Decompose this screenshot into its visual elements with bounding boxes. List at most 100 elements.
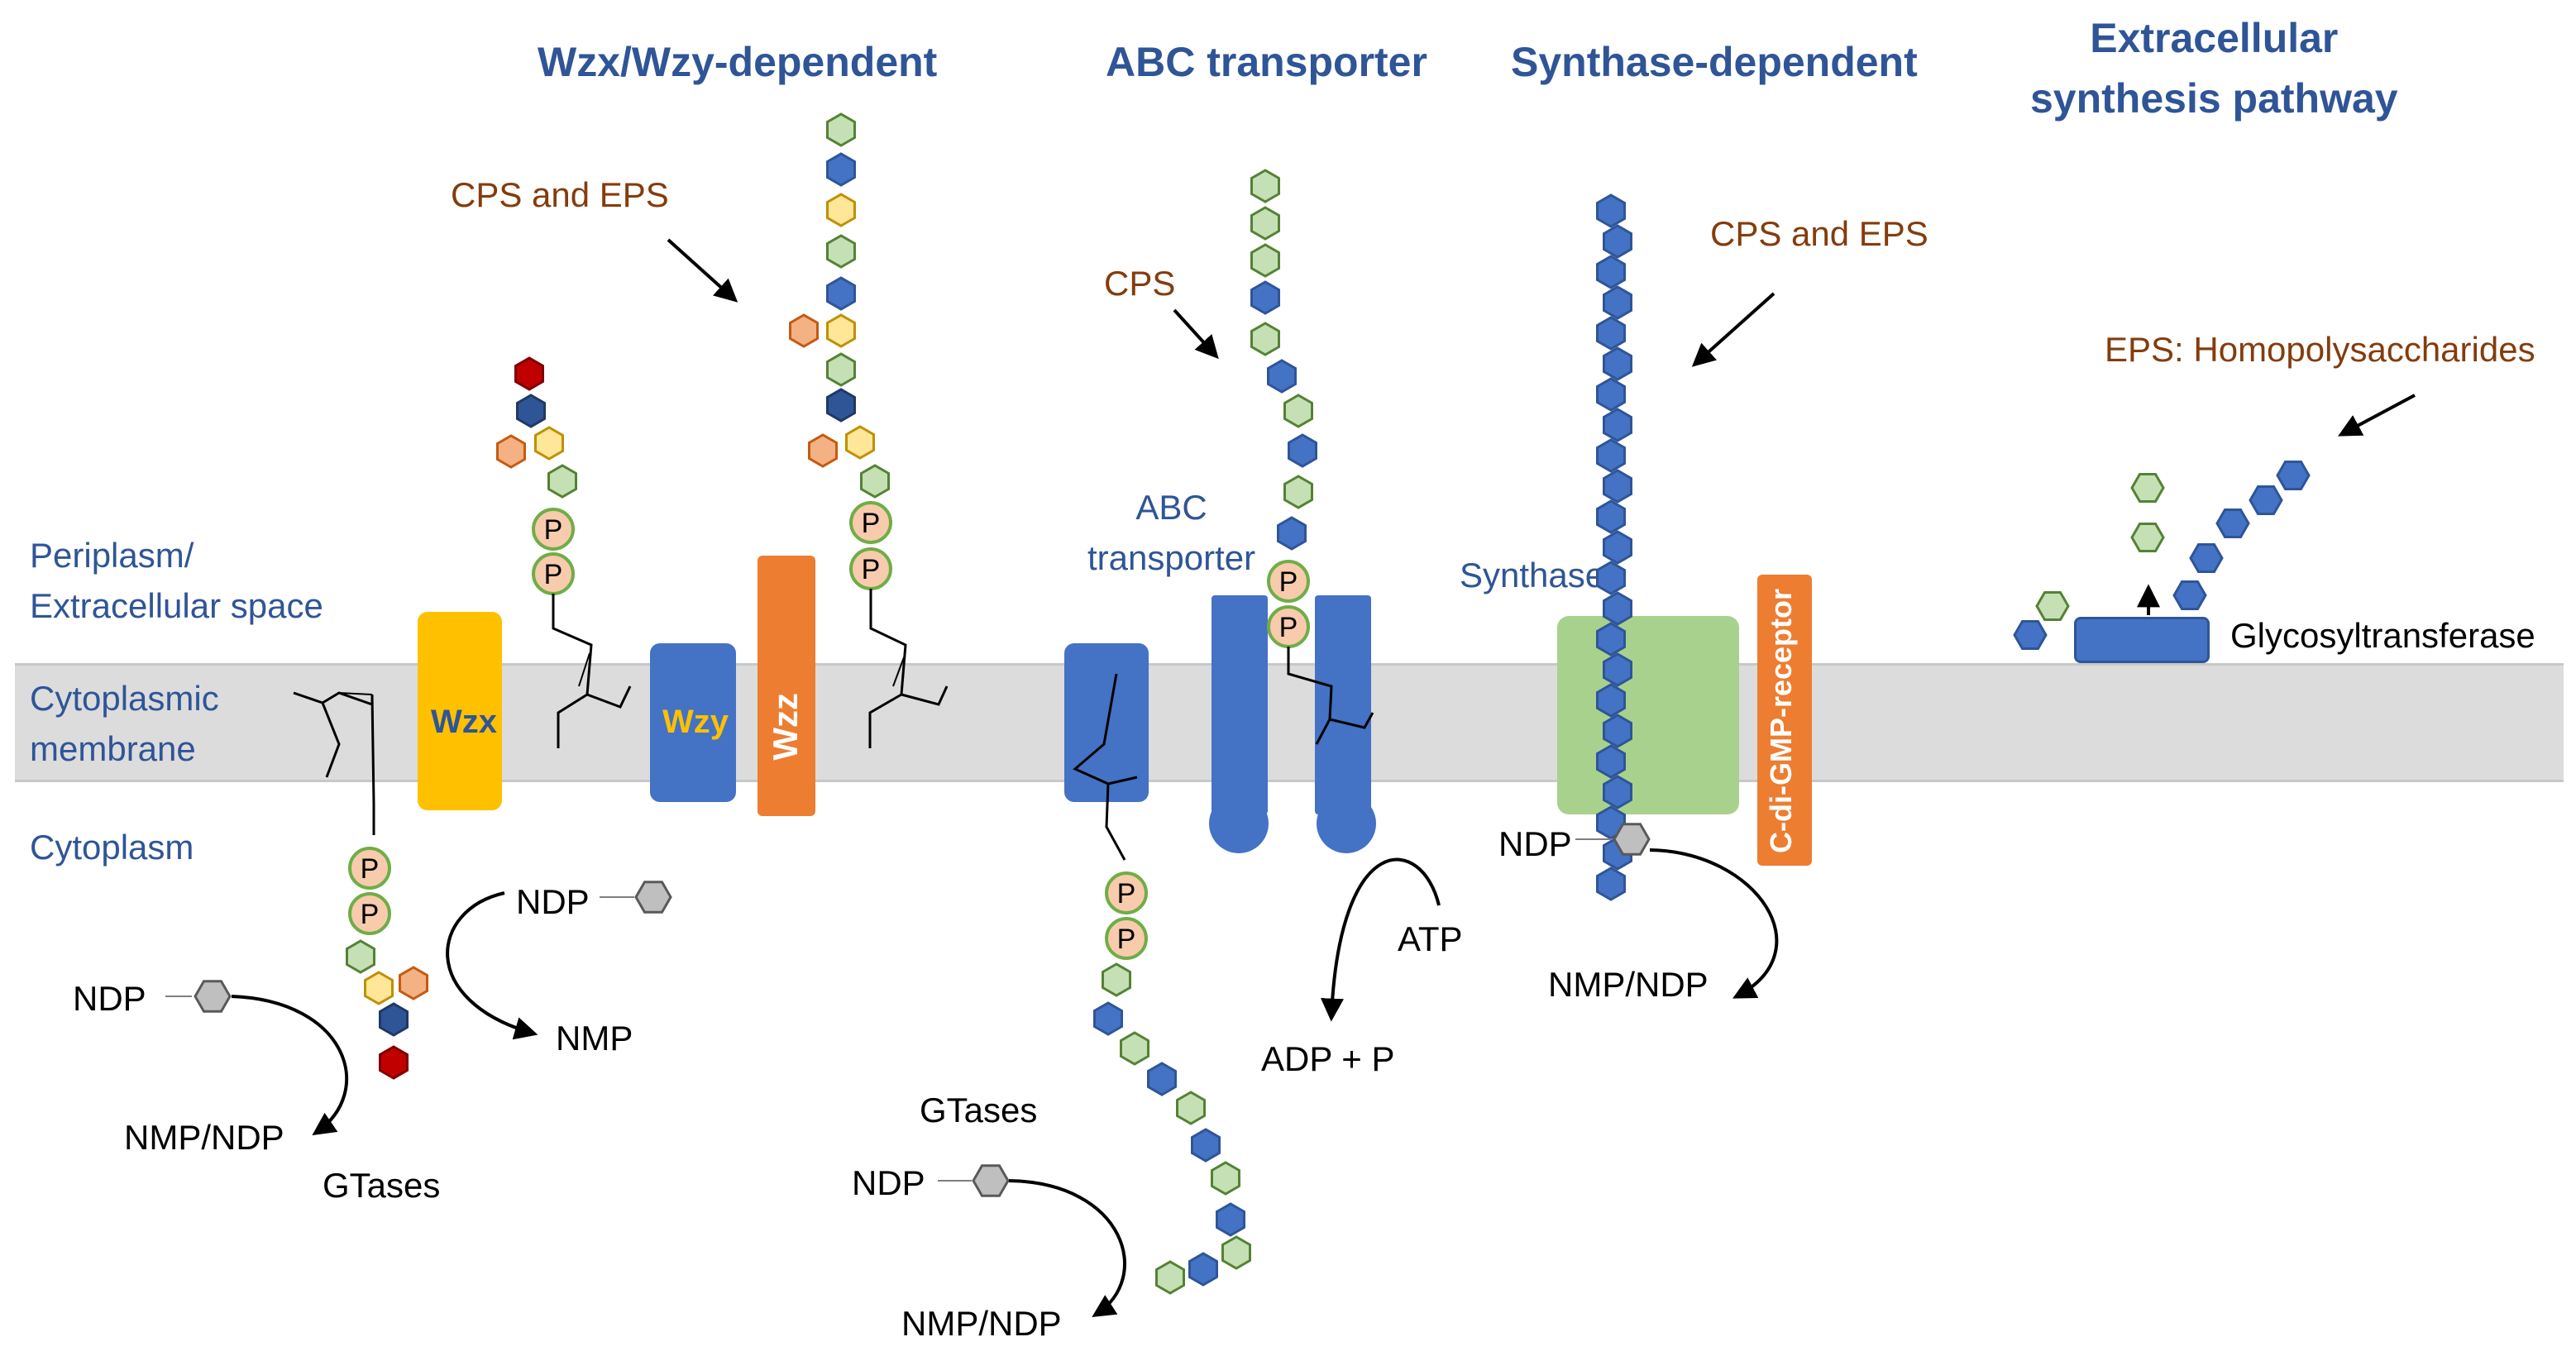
sugar-hexagon-icon [1147,1062,1177,1096]
eps-homopolysaccharides-label: EPS: Homopolysaccharides [2105,330,2535,369]
sugar-hexagon-icon [1093,1001,1123,1036]
sugar-hexagon-icon [634,881,672,914]
c-di-gmp-receptor [1757,575,1812,866]
reaction-arrow-synthase [1649,848,1779,999]
wzx-label: Wzx [431,704,497,740]
sugar-hexagon-icon [2013,620,2048,650]
wzy-label: Wzy [662,704,729,740]
phosphate-label: P [1117,878,1136,910]
gtases-abc: GTases [920,1091,1038,1129]
phosphate-icon [348,847,391,890]
sugar-hexagon-icon [1191,1128,1221,1163]
atp-label: ATP [1398,919,1463,958]
phosphate-label: P [361,853,380,885]
lipid-carrier-icon [1107,776,1138,785]
sugar-hexagon-icon [1603,591,1632,626]
sugar-hexagon-icon [1603,775,1632,809]
sugar-hexagon-icon [1216,1202,1245,1237]
sugar-hexagon-icon [1277,516,1307,551]
sugar-hexagon-icon [972,1164,1010,1197]
lipid-carrier-icon [578,652,590,687]
sugar-hexagon-icon [826,276,856,311]
lipid-carrier-icon [321,702,341,778]
sugar-hexagon-icon [1596,255,1626,289]
sugar-hexagon-icon [1267,359,1297,394]
sugar-hexagon-icon [1250,243,1280,278]
header-synthase-dependent: Synthase-dependent [1511,39,1918,85]
sugar-hexagon-icon [1596,438,1626,473]
phosphate-icon [849,501,892,544]
sugar-hexagon-icon [2035,591,2070,621]
sugar-hexagon-icon [826,193,856,227]
sugar-hexagon-icon [1211,1161,1240,1196]
sugar-hexagon-icon [826,152,856,187]
wzz-protein [758,556,815,816]
ndp-wzx-left: NDP [73,979,146,1018]
reaction-arrow-atp [1320,857,1441,1022]
sugar-hexagon-icon [1221,1235,1251,1270]
sugar-hexagon-icon [399,966,428,1000]
sugar-hexagon-icon [1120,1031,1149,1066]
nmp-ndp-wzx: NMP/NDP [124,1118,284,1157]
sugar-hexagon-icon [364,971,394,1005]
sugar-hexagon-icon [1603,224,1632,259]
sugar-hexagon-icon [1596,622,1626,657]
abc-transporter-channel-right [1315,595,1371,814]
lipid-carrier-icon [892,657,905,687]
lipid-carrier-icon [901,685,949,706]
sugar-hexagon-icon [1250,169,1280,203]
sugar-hexagon-icon [826,388,856,423]
sugar-hexagon-icon [1155,1260,1185,1295]
cps-and-eps-label-synthase: CPS and EPS [1710,214,1928,253]
sugar-hexagon-icon [516,394,546,428]
sugar-hexagon-icon [826,112,856,147]
cps-label: CPS [1104,264,1176,303]
phosphate-icon [348,892,391,935]
sugar-hexagon-icon [547,464,577,499]
phosphate-label: P [544,559,563,590]
wzx-protein [418,612,502,810]
phosphate-icon [1267,560,1310,603]
lipid-carrier-icon [1329,712,1374,729]
sugar-hexagon-icon [1188,1252,1218,1287]
reaction-arrow-wzx-right [446,891,538,1040]
sugar-hexagon-icon [496,434,526,469]
sugar-hexagon-icon [1596,193,1626,228]
sugar-hexagon-icon [514,356,544,391]
lipid-carrier-icon [338,692,373,695]
sugar-hexagon-icon [1283,394,1313,428]
sugar-hexagon-icon [2276,461,2311,490]
wzy-protein [650,643,736,802]
sugar-hexagon-icon [1596,683,1626,718]
pointer-arrow-eps [2338,394,2416,437]
header-abc-transporter: ABC transporter [1106,39,1427,85]
lipid-carrier-icon [293,691,375,835]
sugar-hexagon-icon [379,1045,409,1080]
sugar-hexagon-icon [2215,508,2250,538]
abc-nucleotide-binding-domain-left [1209,794,1269,853]
sugar-hexagon-icon [1603,469,1632,504]
sugar-hexagon-icon [1596,561,1626,595]
sugar-hexagon-icon [2130,473,2165,503]
lipid-carrier-icon [868,589,907,748]
sugar-hexagon-icon [1603,346,1632,381]
ndp-synthase: NDP [1498,824,1572,863]
sugar-hexagon-icon [1250,206,1280,241]
sugar-hexagon-icon [1603,530,1632,565]
membrane-label: Cytoplasmic membrane [30,679,219,768]
sugar-hexagon-icon [346,939,375,974]
nmp-ndp-synthase: NMP/NDP [1548,965,1709,1004]
sugar-hexagon-icon [2172,580,2207,610]
sugar-hexagon-icon [1596,316,1626,351]
sugar-hexagon-icon [1603,714,1632,748]
sugar-hexagon-icon [1102,962,1131,997]
lipid-carrier-icon [1287,647,1333,745]
sugar-hexagon-icon [2249,485,2283,515]
sugar-hexagon-icon [1596,377,1626,412]
nmp-wzx: NMP [556,1019,633,1058]
phosphate-icon [532,508,575,551]
reaction-arrow-abc [1008,1179,1126,1318]
periplasm-label: Periplasm/ Extracellular space [30,536,323,625]
synthase-protein [1557,616,1739,814]
